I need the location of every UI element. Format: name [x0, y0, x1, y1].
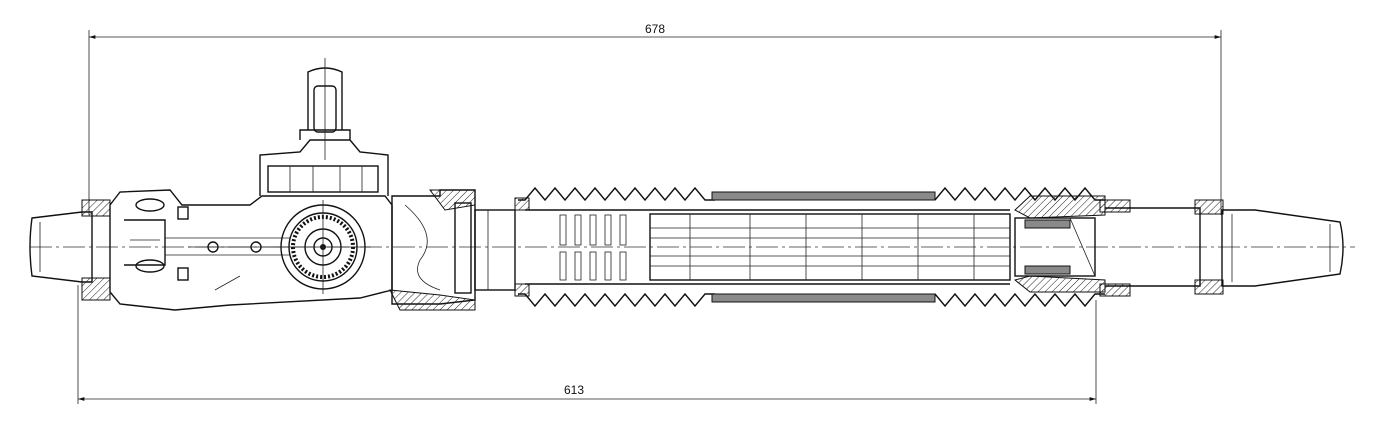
pinion-gear [275, 200, 371, 294]
center-tube [525, 191, 1010, 303]
rack-slots [559, 213, 1011, 281]
dimension-overall-length: 678 [88, 22, 1222, 215]
dimension-housing-length: 613 [77, 285, 1097, 404]
right-end-housing [1013, 195, 1224, 297]
left-bellows [514, 186, 715, 308]
left-housing [109, 189, 393, 311]
flange-housing [389, 189, 516, 311]
pinion-tower [259, 58, 389, 196]
left-end-cap [29, 199, 111, 301]
dimension-overall-label: 678 [645, 22, 665, 36]
dimension-housing-label: 613 [564, 383, 584, 397]
right-end-cap [1221, 209, 1344, 287]
